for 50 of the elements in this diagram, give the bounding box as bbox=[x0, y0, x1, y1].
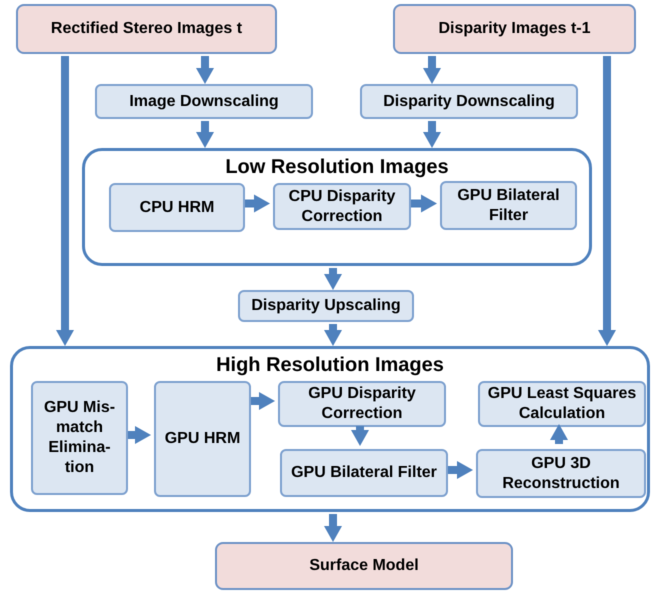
process-box bbox=[360, 84, 578, 119]
process-box bbox=[95, 84, 313, 119]
arrow bbox=[196, 121, 214, 148]
process-box bbox=[31, 381, 128, 495]
group-heading: High Resolution Images bbox=[216, 353, 444, 378]
data-box bbox=[16, 4, 277, 54]
process-box bbox=[478, 381, 646, 427]
box-label: GPU 3D Reconstruction bbox=[501, 454, 621, 494]
process-box bbox=[154, 381, 251, 497]
arrow bbox=[324, 514, 342, 542]
box-label: Disparity Images t-1 bbox=[438, 19, 591, 39]
process-box bbox=[238, 290, 414, 322]
group-heading: Low Resolution Images bbox=[225, 155, 449, 180]
group-container bbox=[10, 346, 650, 512]
arrow bbox=[423, 56, 441, 84]
arrow bbox=[128, 426, 151, 444]
arrow bbox=[251, 392, 275, 410]
process-box bbox=[109, 183, 245, 232]
process-box bbox=[278, 381, 446, 427]
arrow bbox=[245, 194, 270, 212]
process-box bbox=[273, 183, 411, 230]
process-box bbox=[476, 449, 646, 498]
arrow bbox=[423, 121, 441, 148]
process-box bbox=[280, 449, 448, 497]
box-label: Image Downscaling bbox=[129, 92, 279, 112]
arrow bbox=[550, 424, 568, 444]
group-container bbox=[82, 148, 592, 266]
box-label: GPU Bilateral Filter bbox=[291, 463, 437, 483]
box-label: CPU Disparity Correction bbox=[288, 186, 396, 226]
arrow bbox=[598, 56, 616, 346]
box-label: Disparity Downscaling bbox=[383, 92, 555, 112]
arrow bbox=[448, 461, 473, 479]
box-label: GPU Bilateral Filter bbox=[456, 186, 561, 226]
box-label: GPU Mis-match Elimina-tion bbox=[42, 398, 116, 478]
box-label: GPU Least Squares Calculation bbox=[486, 384, 638, 424]
arrow bbox=[324, 268, 342, 290]
box-label: Rectified Stereo Images t bbox=[50, 19, 242, 39]
box-label: GPU HRM bbox=[164, 429, 240, 449]
data-box bbox=[215, 542, 513, 590]
box-label: Surface Model bbox=[309, 556, 419, 576]
process-box bbox=[440, 181, 577, 230]
arrow bbox=[324, 324, 342, 346]
box-label: Disparity Upscaling bbox=[251, 296, 401, 316]
arrow bbox=[56, 56, 74, 346]
arrow bbox=[196, 56, 214, 84]
arrow bbox=[351, 426, 369, 446]
box-label: GPU Disparity Correction bbox=[307, 384, 417, 424]
data-box bbox=[393, 4, 636, 54]
box-label: CPU HRM bbox=[140, 198, 214, 218]
arrow bbox=[411, 194, 437, 212]
